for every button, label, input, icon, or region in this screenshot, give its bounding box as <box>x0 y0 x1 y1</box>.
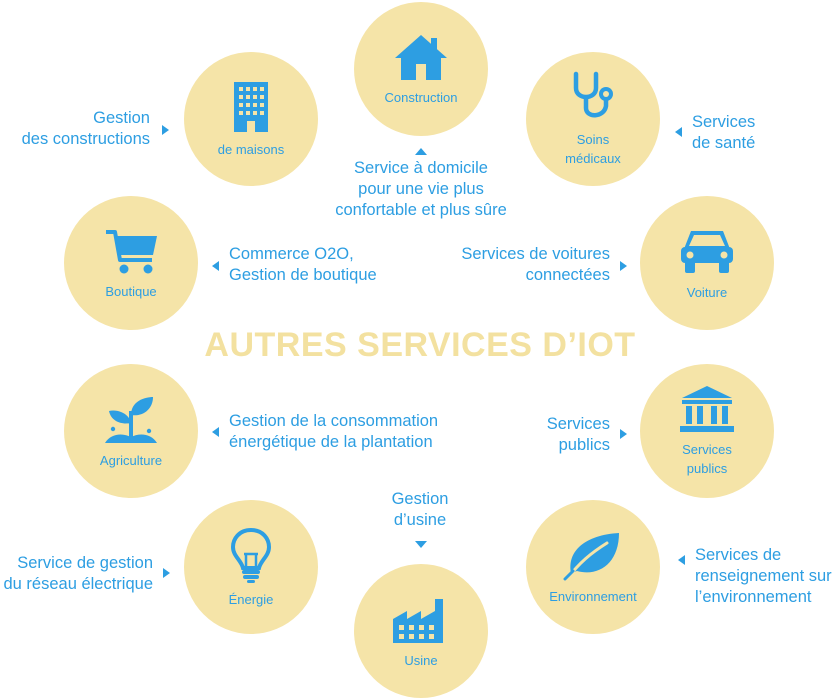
node-label-maisons: de maisons <box>217 141 285 157</box>
arrow-left-icon <box>212 427 219 437</box>
node-label-services-publics: Services publics <box>682 442 732 476</box>
node-environnement: Environnement <box>526 500 660 634</box>
node-label-agriculture: Agriculture <box>99 452 163 468</box>
node-usine: Usine <box>354 564 488 698</box>
node-label-soins: Soins médicaux <box>565 132 621 166</box>
desc-agriculture: Gestion de la consommation énergétique d… <box>229 412 439 451</box>
arrow-right-icon <box>163 568 170 578</box>
desc-boutique: Commerce O2O, Gestion de boutique <box>229 245 377 284</box>
desc-construction: Service à domicile pour une vie plus con… <box>335 159 507 219</box>
desc-usine: Gestion d’usine <box>391 490 449 529</box>
arrow-right-icon <box>162 125 169 135</box>
bank-icon <box>680 386 734 432</box>
arrow-up-icon <box>415 148 427 155</box>
node-label-boutique: Boutique <box>105 283 157 299</box>
node-label-energie: Énergie <box>228 591 274 607</box>
arrow-down-icon <box>415 541 427 548</box>
node-label-usine: Usine <box>404 652 438 668</box>
node-agriculture: Agriculture <box>64 364 198 498</box>
desc-soins: Services de santé <box>692 113 756 152</box>
node-services-publics: Services publics <box>640 364 774 498</box>
node-soins: Soins médicaux <box>526 52 660 186</box>
node-label-construction: Construction <box>384 89 458 105</box>
arrow-left-icon <box>678 555 685 565</box>
node-maisons: de maisons <box>184 52 318 186</box>
node-boutique: Boutique <box>64 196 198 330</box>
light-bulb-icon <box>230 527 272 583</box>
house-icon <box>395 34 447 80</box>
leaf-icon <box>563 532 619 580</box>
building-icon <box>234 81 268 132</box>
desc-services-publics: Services publics <box>546 415 610 454</box>
factory-icon <box>393 598 443 643</box>
car-icon <box>681 230 733 273</box>
shopping-cart-icon <box>106 229 157 273</box>
node-label-voiture: Voiture <box>686 284 728 300</box>
stethoscope-icon <box>573 71 613 118</box>
desc-voiture: Services de voitures connectées <box>461 245 610 284</box>
arrow-right-icon <box>620 261 627 271</box>
arrow-left-icon <box>212 261 219 271</box>
node-voiture: Voiture <box>640 196 774 330</box>
desc-environnement: Services de renseignement sur l’environn… <box>695 546 832 606</box>
desc-maisons: Gestion des constructions <box>21 109 150 148</box>
desc-energie: Service de gestion du réseau électrique <box>3 554 153 593</box>
arrow-left-icon <box>675 127 682 137</box>
arrow-right-icon <box>620 429 627 439</box>
plant-icon <box>105 396 157 443</box>
node-energie: Énergie <box>184 500 318 634</box>
node-construction: Construction <box>354 2 488 136</box>
diagram-title: AUTRES SERVICES D’IOT <box>204 326 636 364</box>
node-label-environnement: Environnement <box>549 588 637 604</box>
